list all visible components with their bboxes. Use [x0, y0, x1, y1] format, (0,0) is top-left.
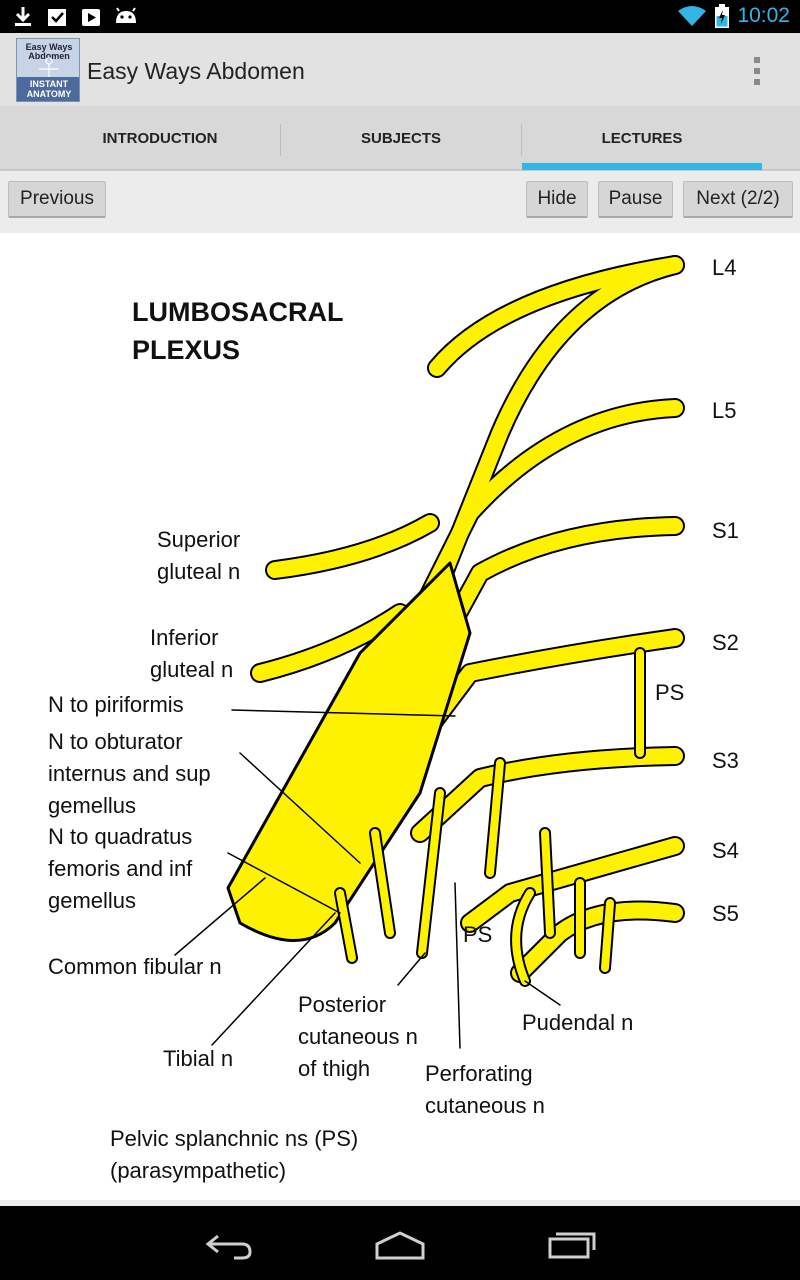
label-pelvic-2: (parasympathetic): [110, 1158, 286, 1183]
label-superior-gluteal-2: gluteal n: [157, 559, 240, 584]
clipboard-check-icon: [48, 9, 66, 26]
tab-divider: [521, 124, 522, 156]
home-icon[interactable]: [374, 1230, 426, 1260]
app-icon[interactable]: Easy Ways Abdomen INSTANT ANATOMY: [16, 38, 80, 102]
status-clock: 10:02: [737, 4, 790, 27]
label-posterior-cut-3: of thigh: [298, 1056, 370, 1081]
label-inferior-gluteal-2: gluteal n: [150, 657, 233, 682]
label-posterior-cut-2: cutaneous n: [298, 1024, 418, 1049]
navigation-bar: [0, 1206, 800, 1280]
nerve-fills: [252, 257, 683, 981]
lumbosacral-plexus-figure: LUMBOSACRAL PLEXUS L4 L5 S1 S2 S3 S4 S5 …: [48, 255, 739, 1183]
label-perforating-2: cutaneous n: [425, 1093, 545, 1118]
figure-title-line1: LUMBOSACRAL: [132, 297, 343, 327]
pause-button[interactable]: Pause: [598, 181, 673, 218]
label-obturator-2: internus and sup: [48, 761, 211, 786]
nerve-labels: Superior gluteal n Inferior gluteal n N …: [48, 527, 684, 1183]
tab-introduction[interactable]: INTRODUCTION: [102, 130, 218, 147]
label-superior-gluteal-1: Superior: [157, 527, 240, 552]
hide-button[interactable]: Hide: [526, 181, 588, 218]
root-labels: L4 L5 S1 S2 S3 S4 S5: [712, 255, 739, 926]
label-piriformis: N to piriformis: [48, 692, 184, 717]
app-title: Easy Ways Abdomen: [87, 58, 305, 84]
branch-fills: [336, 649, 644, 985]
tab-lectures[interactable]: LECTURES: [601, 130, 683, 147]
label-pudendal: Pudendal n: [522, 1010, 633, 1035]
status-bar: 10:02: [0, 0, 800, 33]
root-label-l4: L4: [712, 255, 736, 280]
lecture-content: LUMBOSACRAL PLEXUS L4 L5 S1 S2 S3 S4 S5 …: [0, 233, 800, 1200]
tab-divider: [280, 124, 281, 156]
previous-button[interactable]: Previous: [8, 181, 106, 218]
play-store-icon: [82, 9, 100, 26]
label-tibial: Tibial n: [163, 1046, 233, 1071]
nerve-diagram: [174, 255, 685, 1049]
tab-selected-indicator: [522, 163, 762, 170]
label-perforating-1: Perforating: [425, 1061, 533, 1086]
battery-charging-icon: [715, 4, 730, 28]
root-label-s4: S4: [712, 838, 739, 863]
tab-subjects[interactable]: SUBJECTS: [360, 130, 442, 147]
root-label-s1: S1: [712, 518, 739, 543]
label-obturator-3: gemellus: [48, 793, 136, 818]
action-bar: Easy Ways Abdomen INSTANT ANATOMY Easy W…: [0, 33, 800, 106]
root-label-s5: S5: [712, 901, 739, 926]
root-label-s3: S3: [712, 748, 739, 773]
recent-apps-icon[interactable]: [546, 1230, 598, 1260]
skeleton-icon: [39, 57, 59, 101]
back-icon[interactable]: [204, 1230, 256, 1260]
label-quadratus-2: femoris and inf: [48, 856, 193, 881]
root-label-l5: L5: [712, 398, 736, 423]
label-pelvic-1: Pelvic splanchnic ns (PS): [110, 1126, 358, 1151]
overflow-menu-icon[interactable]: [748, 55, 768, 87]
figure-title-line2: PLEXUS: [132, 335, 240, 365]
root-label-s2: S2: [712, 630, 739, 655]
app-icon-band: [17, 77, 79, 101]
label-quadratus-3: gemellus: [48, 888, 136, 913]
label-ps-bottom: PS: [463, 922, 492, 947]
leader-lines: [174, 709, 561, 1049]
app-icon-text-top: Easy Ways Abdomen: [25, 42, 73, 61]
wifi-icon: [678, 6, 707, 26]
label-quadratus-1: N to quadratus: [48, 824, 192, 849]
label-posterior-cut-1: Posterior: [298, 992, 386, 1017]
label-ps-top: PS: [655, 680, 684, 705]
lecture-controls: Previous Hide Pause Next (2/2): [0, 171, 800, 233]
sciatic-trunk: [226, 561, 472, 942]
label-obturator-1: N to obturator: [48, 729, 183, 754]
android-icon: [116, 7, 136, 23]
label-common-fibular: Common fibular n: [48, 954, 222, 979]
tab-bar: INTRODUCTION SUBJECTS LECTURES: [0, 106, 800, 171]
app-icon-text-bottom: INSTANT ANATOMY: [26, 79, 72, 99]
next-button[interactable]: Next (2/2): [683, 181, 793, 218]
label-inferior-gluteal-1: Inferior: [150, 625, 218, 650]
download-icon: [15, 7, 31, 26]
